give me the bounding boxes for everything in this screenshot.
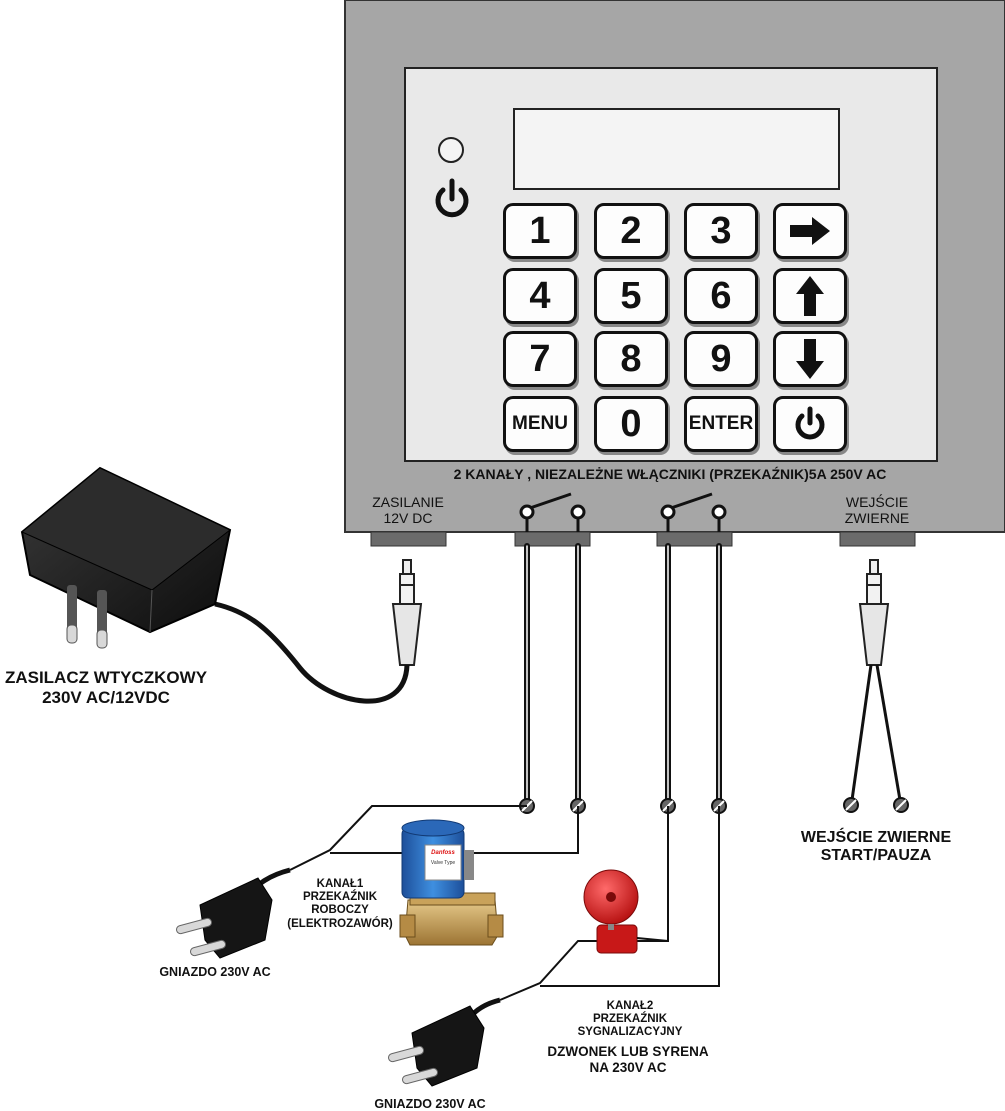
power-icon [792, 406, 828, 442]
adapter-label: ZASILACZ WTYCZKOWY 230V AC/12VDC [4, 668, 208, 707]
arrow-down-icon [795, 337, 825, 381]
power-port-connector [370, 531, 447, 547]
input-port-label: WEJŚCIE ZWIERNE [844, 494, 910, 527]
relay2-connector [656, 531, 733, 547]
key-label: ENTER [688, 413, 754, 434]
valve-brand-text: Danfoss [431, 850, 455, 856]
adapter-cable [214, 601, 410, 704]
relay-terminals [519, 798, 727, 814]
input-jack-plug [858, 559, 890, 666]
relay-wires [524, 543, 722, 803]
valve-type-text: Valve Type [431, 860, 455, 866]
power-adapter-image [20, 466, 232, 649]
key-2[interactable]: 2 [594, 203, 668, 259]
lcd-display [513, 108, 840, 190]
power-port-label: ZASILANIE 12V DC [372, 494, 444, 527]
channel1-label: KANAŁ1 PRZEKAŹNIK ROBOCZY (ELEKTROZAWÓR) [287, 878, 393, 930]
socket-plug-2-image [387, 997, 501, 1087]
key-label: 1 [529, 209, 551, 252]
relay-spec-header: 2 KANAŁY , NIEZALEŻNE WŁĄCZNIKI (PRZEKAŹ… [453, 466, 887, 482]
key-label: 6 [710, 274, 732, 317]
input-wires [850, 664, 902, 801]
socket1-label: GNIAZDO 230V AC [159, 965, 271, 979]
status-led [438, 137, 464, 163]
key-enter[interactable]: ENTER [684, 396, 758, 452]
power-icon [435, 178, 469, 218]
key-label: 9 [710, 337, 732, 380]
input-contacts-label: WEJŚCIE ZWIERNE START/PAUZA [800, 829, 952, 865]
relay2-switch-symbol [660, 492, 727, 532]
key-label: 5 [620, 274, 642, 317]
key-9[interactable]: 9 [684, 331, 758, 387]
arrow-right-icon [788, 216, 832, 246]
channel2-label: KANAŁ2 PRZEKAŹNIK SYGNALIZACYJNY [577, 1000, 683, 1039]
relay1-connector [514, 531, 591, 547]
arrow-right-key[interactable] [773, 203, 847, 259]
alarm-bell-image [583, 869, 669, 954]
relay1-switch-symbol [519, 492, 586, 532]
solenoid-valve-image [399, 819, 504, 946]
arrow-up-key[interactable] [773, 268, 847, 324]
power-jack-plug [391, 559, 423, 666]
socket-plug-1-image [175, 867, 291, 959]
channel2-device-label: DZWONEK LUB SYRENA NA 230V AC [547, 1044, 709, 1075]
input-terminals [843, 797, 909, 813]
key-label: 2 [620, 209, 642, 252]
key-5[interactable]: 5 [594, 268, 668, 324]
key-8[interactable]: 8 [594, 331, 668, 387]
key-6[interactable]: 6 [684, 268, 758, 324]
key-label: 0 [620, 402, 642, 445]
key-label: MENU [512, 413, 568, 434]
key-1[interactable]: 1 [503, 203, 577, 259]
arrow-up-icon [795, 274, 825, 318]
device-housing [344, 0, 1005, 533]
socket2-label: GNIAZDO 230V AC [374, 1097, 486, 1111]
key-menu[interactable]: MENU [503, 396, 577, 452]
key-label: 8 [620, 337, 642, 380]
key-label: 4 [529, 274, 551, 317]
key-4[interactable]: 4 [503, 268, 577, 324]
key-7[interactable]: 7 [503, 331, 577, 387]
arrow-down-key[interactable] [773, 331, 847, 387]
key-label: 7 [529, 337, 551, 380]
key-0[interactable]: 0 [594, 396, 668, 452]
input-port-connector [839, 531, 916, 547]
key-3[interactable]: 3 [684, 203, 758, 259]
power-key[interactable] [773, 396, 847, 452]
key-label: 3 [710, 209, 732, 252]
